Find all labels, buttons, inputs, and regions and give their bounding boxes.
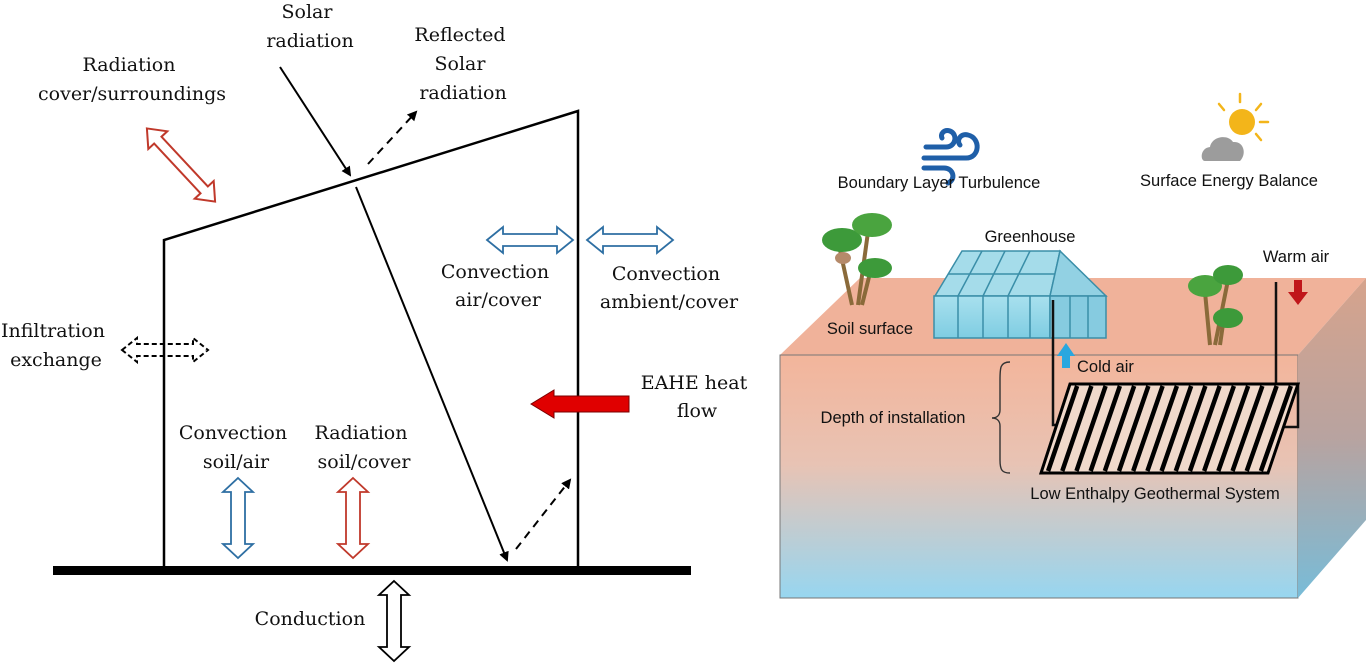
label-reflected-solar: Reflected Solar radiation bbox=[414, 24, 511, 104]
heat-exchanger-pipe bbox=[1102, 385, 1137, 472]
radiation-soil-cover-arrow bbox=[335, 476, 371, 560]
label-soil-surface: Soil surface bbox=[827, 320, 913, 338]
transmitted-radiation-arrow bbox=[355, 186, 509, 562]
palm-tree-icon bbox=[1188, 265, 1243, 346]
heat-exchanger-pipe bbox=[1173, 385, 1208, 472]
eahe-heat-arrow bbox=[530, 389, 630, 419]
label-radiation-soil-cover: Radiation soil/cover bbox=[314, 422, 413, 473]
cold-air-arrow bbox=[1057, 343, 1075, 368]
heat-exchanger-pipe bbox=[1145, 385, 1180, 472]
label-infiltration-exchange: Infiltration exchange bbox=[1, 320, 111, 371]
label-convection-ambient-cover: Convection ambient/cover bbox=[600, 263, 739, 313]
wind-icon bbox=[921, 128, 980, 186]
geothermal-heat-exchanger bbox=[1038, 382, 1301, 475]
heat-exchanger-pipe bbox=[1187, 385, 1222, 472]
label-conduction: Conduction bbox=[255, 608, 366, 630]
conduction-arrow bbox=[376, 579, 412, 663]
label-depth: Depth of installation bbox=[821, 409, 966, 427]
heat-exchanger-pipe bbox=[1116, 385, 1151, 472]
label-radiation-cover-surroundings: Radiation cover/surroundings bbox=[38, 54, 226, 105]
label-cold-air: Cold air bbox=[1077, 358, 1134, 376]
heat-exchanger-pipe bbox=[1258, 385, 1293, 472]
heat-exchanger-pipe bbox=[1060, 385, 1094, 472]
heat-exchanger-pipe bbox=[1131, 385, 1165, 472]
label-boundary-layer: Boundary Layer Turbulence bbox=[838, 174, 1041, 192]
heat-exchanger-pipe bbox=[1230, 385, 1265, 472]
solar-incoming-arrow bbox=[279, 66, 352, 177]
label-convection-air-cover: Convection air/cover bbox=[441, 261, 555, 311]
convection-soil-air-arrow bbox=[220, 476, 256, 560]
heat-exchanger-pipe bbox=[1244, 385, 1279, 472]
reflected-solar-arrow bbox=[367, 110, 418, 165]
soil-block-side bbox=[1298, 278, 1366, 598]
infiltration-arrow bbox=[120, 335, 210, 365]
depth-brace bbox=[991, 361, 1011, 474]
label-solar-radiation: Solar radiation bbox=[266, 1, 353, 52]
heat-exchanger-pipe bbox=[1045, 385, 1080, 472]
heat-exchanger-pipe bbox=[1216, 385, 1251, 472]
label-greenhouse: Greenhouse bbox=[985, 228, 1076, 246]
left-diagram: Solar radiation Reflected Solar radiatio… bbox=[1, 1, 754, 663]
palm-tree-icon bbox=[822, 213, 892, 306]
right-diagram: Boundary Layer Turbulence Surface Energy… bbox=[779, 92, 1366, 599]
convection-ambient-cover-arrow bbox=[585, 225, 675, 255]
label-system: Low Enthalpy Geothermal System bbox=[1030, 485, 1279, 503]
heat-exchanger-pipe bbox=[1159, 385, 1194, 472]
heat-exchanger-pipe bbox=[1074, 385, 1108, 472]
label-eahe-heat-flow: EAHE heat flow bbox=[641, 372, 754, 422]
sun-cloud-icon bbox=[1201, 92, 1270, 161]
label-convection-soil-air: Convection soil/air bbox=[179, 422, 293, 473]
label-warm-air: Warm air bbox=[1263, 248, 1330, 266]
warm-air-arrow bbox=[1288, 280, 1308, 305]
label-surface-energy: Surface Energy Balance bbox=[1140, 172, 1318, 190]
heat-exchanger-pipe bbox=[1088, 385, 1123, 472]
ground-line bbox=[53, 566, 691, 575]
radiation-cover-arrow bbox=[145, 127, 217, 203]
convection-air-cover-arrow bbox=[485, 225, 575, 255]
greenhouse-icon bbox=[933, 249, 1108, 339]
greenhouse-outline bbox=[162, 109, 580, 568]
heat-exchanger-pipe bbox=[1202, 385, 1236, 472]
floor-reflection-arrow bbox=[515, 478, 572, 550]
